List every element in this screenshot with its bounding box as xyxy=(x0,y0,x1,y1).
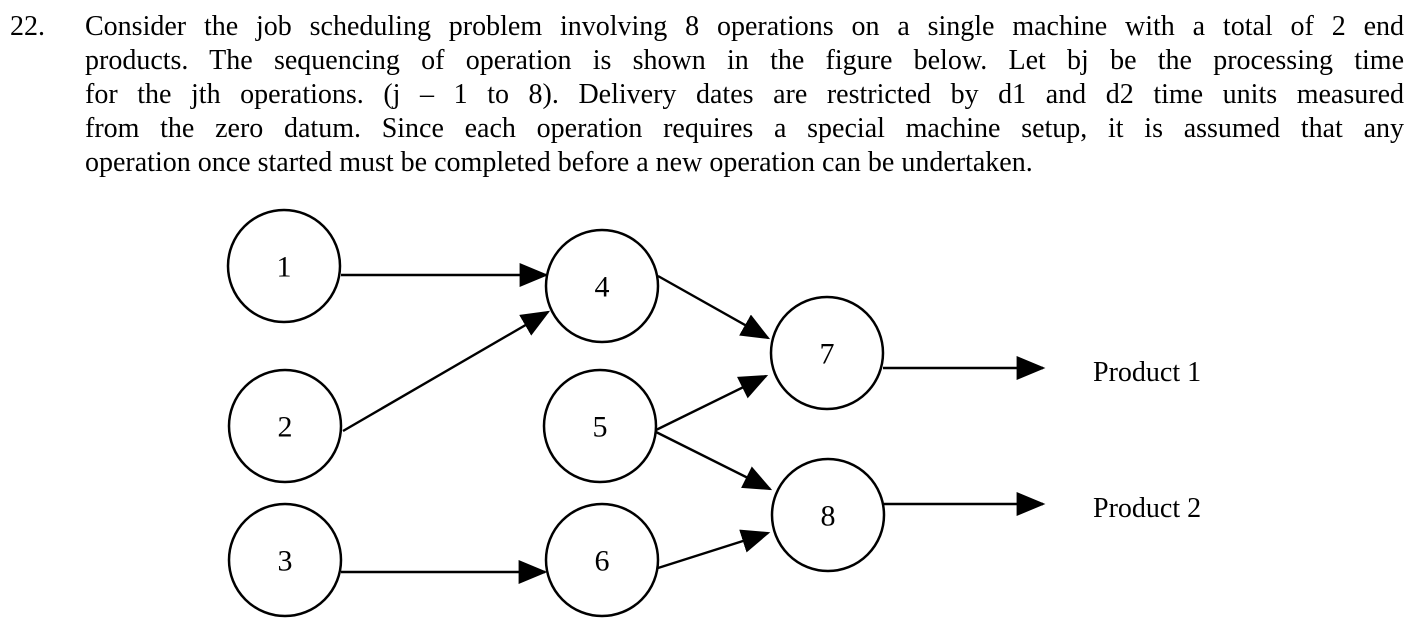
edge-5-8 xyxy=(655,430,773,491)
product-2-label: Product 2 xyxy=(1093,493,1202,524)
node-8-label: 8 xyxy=(821,500,836,533)
node-3-circle xyxy=(227,502,343,618)
problem-text-line-2: products. The sequencing of operation is… xyxy=(85,45,1404,76)
product-1-label: Product 1 xyxy=(1093,357,1202,388)
edge-5-7 xyxy=(655,374,769,432)
node-4-label: 4 xyxy=(595,271,610,304)
problem-text-line-1: Consider the job scheduling problem invo… xyxy=(85,11,1404,42)
node-5-circle xyxy=(542,368,658,484)
node-6-circle xyxy=(544,502,660,618)
node-2-circle xyxy=(227,368,343,484)
problem-statement: 22. Consider the job scheduling problem … xyxy=(0,0,1414,180)
node-7-circle xyxy=(769,295,885,411)
node-3-label: 3 xyxy=(278,545,293,578)
node-2-label: 2 xyxy=(278,411,293,444)
edge-6-8 xyxy=(657,529,771,570)
problem-text-line-3: for the jth operations. (j – 1 to 8). De… xyxy=(85,79,1404,110)
node-6-label: 6 xyxy=(595,545,610,578)
problem-number: 22. xyxy=(10,11,45,42)
problem-paragraph: Consider the job scheduling problem invo… xyxy=(85,10,1404,180)
problem-text-line-4: from the zero datum. Since each operatio… xyxy=(85,113,1404,144)
node-1-label: 1 xyxy=(277,251,292,284)
node-7-label: 7 xyxy=(820,338,835,371)
node-4-circle xyxy=(544,228,660,344)
edge-2-4 xyxy=(342,310,551,433)
problem-text-line-5: operation once started must be completed… xyxy=(85,147,1033,178)
node-8-circle xyxy=(770,457,886,573)
node-5-label: 5 xyxy=(593,411,608,444)
edge-4-7 xyxy=(657,274,771,340)
node-1-circle xyxy=(226,208,342,324)
